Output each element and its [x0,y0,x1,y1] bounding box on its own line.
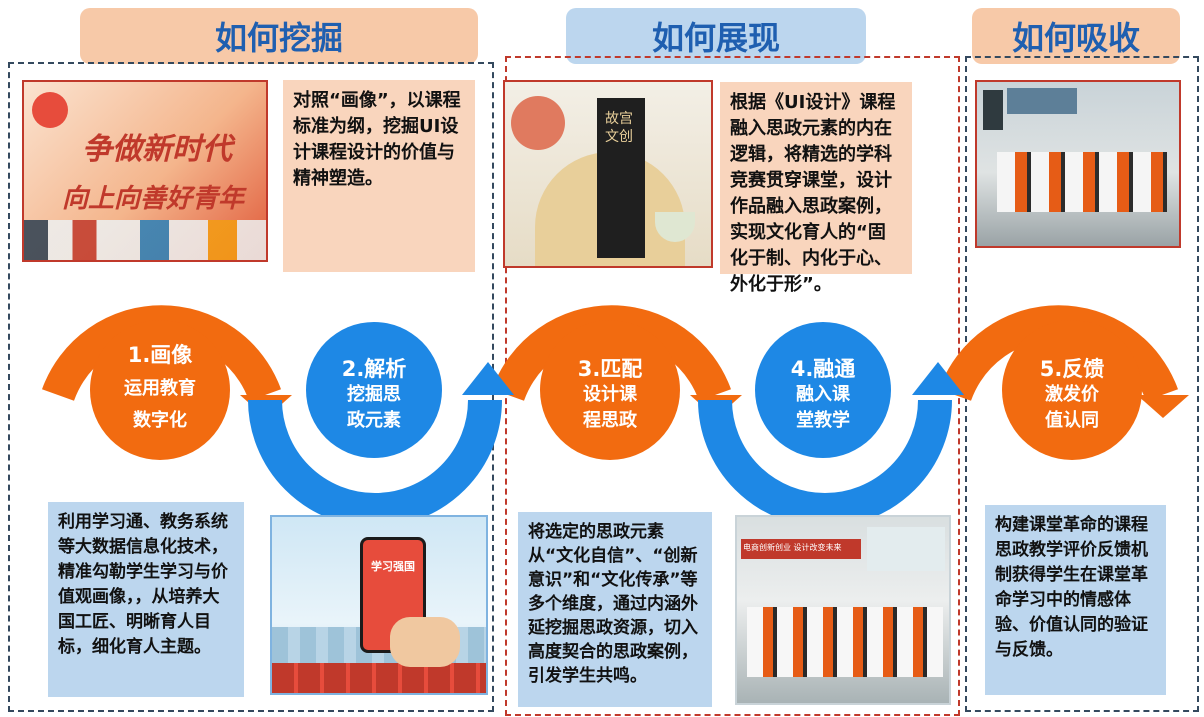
classroom-desks [747,607,943,677]
step-4-line2: 堂教学 [796,410,850,431]
step-circle-5 [1002,320,1142,460]
poster-sun [32,92,68,128]
step-5-label: 5.反馈 激发价 值认同 [1012,356,1132,434]
step-circle-4 [755,322,891,458]
hand [390,617,460,667]
step-1-label: 1.画像 运用教育 数字化 [100,342,220,434]
step-3-line1: 设计课 [583,384,637,405]
step-3-line2: 程思政 [583,410,637,431]
blue-arc-1 [248,399,502,527]
blue-arrowhead-1 [462,362,514,395]
phone-app-image: 学习强国 [270,515,488,695]
banner-label: 电商创新创业 设计改变未来 [743,543,842,552]
classroom-screen [1007,88,1077,114]
step-2-title: 2.解析 [341,357,407,381]
orange-arrowhead-3 [1137,395,1189,418]
text-mine-top: 对照“画像”，以课程标准为纲，挖掘UI设计课程设计的价值与精神塑造。 [283,80,475,272]
text-present-top: 根据《UI设计》课程融入思政元素的内在逻辑，将精选的学科竞赛贯穿课堂，设计作品融… [720,82,912,295]
poster-figures [24,220,266,260]
book-box [597,98,645,258]
classroom-window [867,527,945,571]
step-1-line2: 数字化 [133,410,187,431]
book-label: 故宫文创 [605,111,633,145]
step-4-line1: 融入课 [796,384,850,405]
blue-arc-2 [698,399,952,527]
poster-line2: 向上向善好青年 [62,184,245,214]
header-mine: 如何挖掘 [80,8,478,64]
step-circle-2 [306,322,442,458]
step-1-title: 1.画像 [127,343,193,367]
classroom-students [997,152,1167,212]
book-image: 故宫文创 [503,80,713,268]
step-5-line1: 激发价 [1045,384,1099,405]
header-present: 如何展现 [566,8,866,64]
text-absorb-bottom: 构建课堂革命的课程思政教学评价反馈机制获得学生在课堂革命学习中的情感体验、价值认… [985,505,1166,695]
poster-image: 争做新时代 向上向善好青年 [22,80,268,262]
classroom-board [983,90,1003,130]
text-present-bottom: 将选定的思政元素从“文化自信”、“创新意识”和“文化传承”等多个维度，通过内涵外… [518,512,712,707]
poster-line1: 争做新时代 [82,132,232,167]
step-circle-3 [540,320,680,460]
step-circle-1 [90,320,230,460]
classroom-photo-bottom: 电商创新创业 设计改变未来 [735,515,951,705]
step-3-title: 3.匹配 [577,357,643,381]
step-5-line2: 值认同 [1045,410,1099,431]
step-5-title: 5.反馈 [1039,357,1105,381]
classroom-banner: 电商创新创业 设计改变未来 [741,539,861,559]
book-umbrella [511,96,565,150]
step-3-label: 3.匹配 设计课 程思政 [550,356,670,434]
text-mine-bottom: 利用学习通、教务系统等大数据信息化技术，精准勾勒学生学习与价值观画像，，从培养大… [48,502,244,697]
step-1-line1: 运用教育 [124,378,196,399]
red-crates [272,663,486,693]
step-2-label: 2.解析 挖掘思 政元素 [314,356,434,434]
step-2-line1: 挖掘思 [347,384,401,405]
step-4-title: 4.融通 [790,357,856,381]
classroom-photo-top [975,80,1181,248]
blue-arrowhead-2 [912,362,964,395]
header-absorb: 如何吸收 [972,8,1180,64]
app-label: 学习强国 [371,560,415,573]
step-4-label: 4.融通 融入课 堂教学 [763,356,883,434]
step-2-line2: 政元素 [347,410,401,431]
